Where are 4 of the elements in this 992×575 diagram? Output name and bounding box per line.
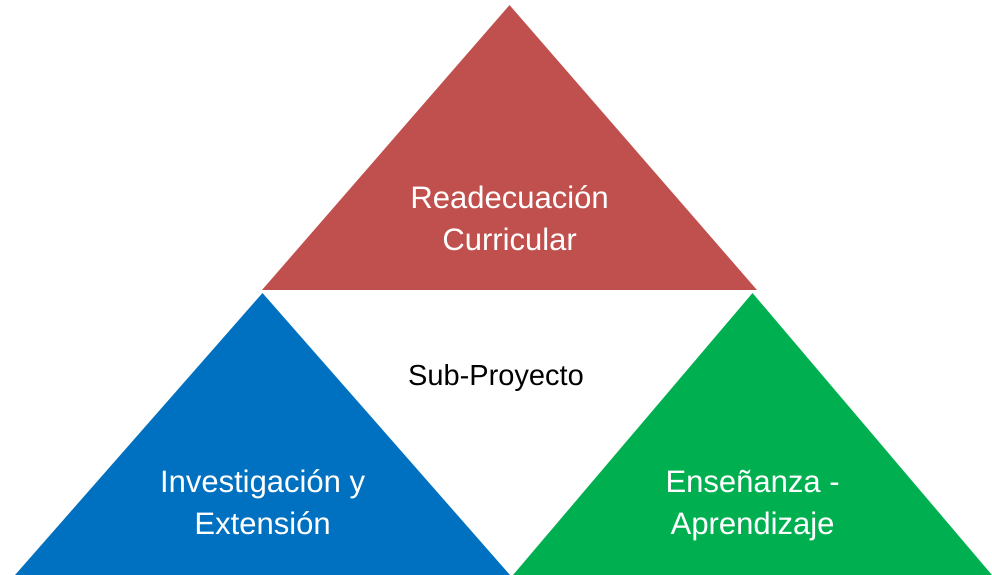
center-text: Sub-Proyecto [408, 360, 584, 393]
triangle-label: Enseñanza - Aprendizaje [664, 463, 841, 543]
triangle-label: Investigación y Extensión [158, 463, 366, 543]
triangle-label: Readecuación Curricular [409, 179, 610, 259]
